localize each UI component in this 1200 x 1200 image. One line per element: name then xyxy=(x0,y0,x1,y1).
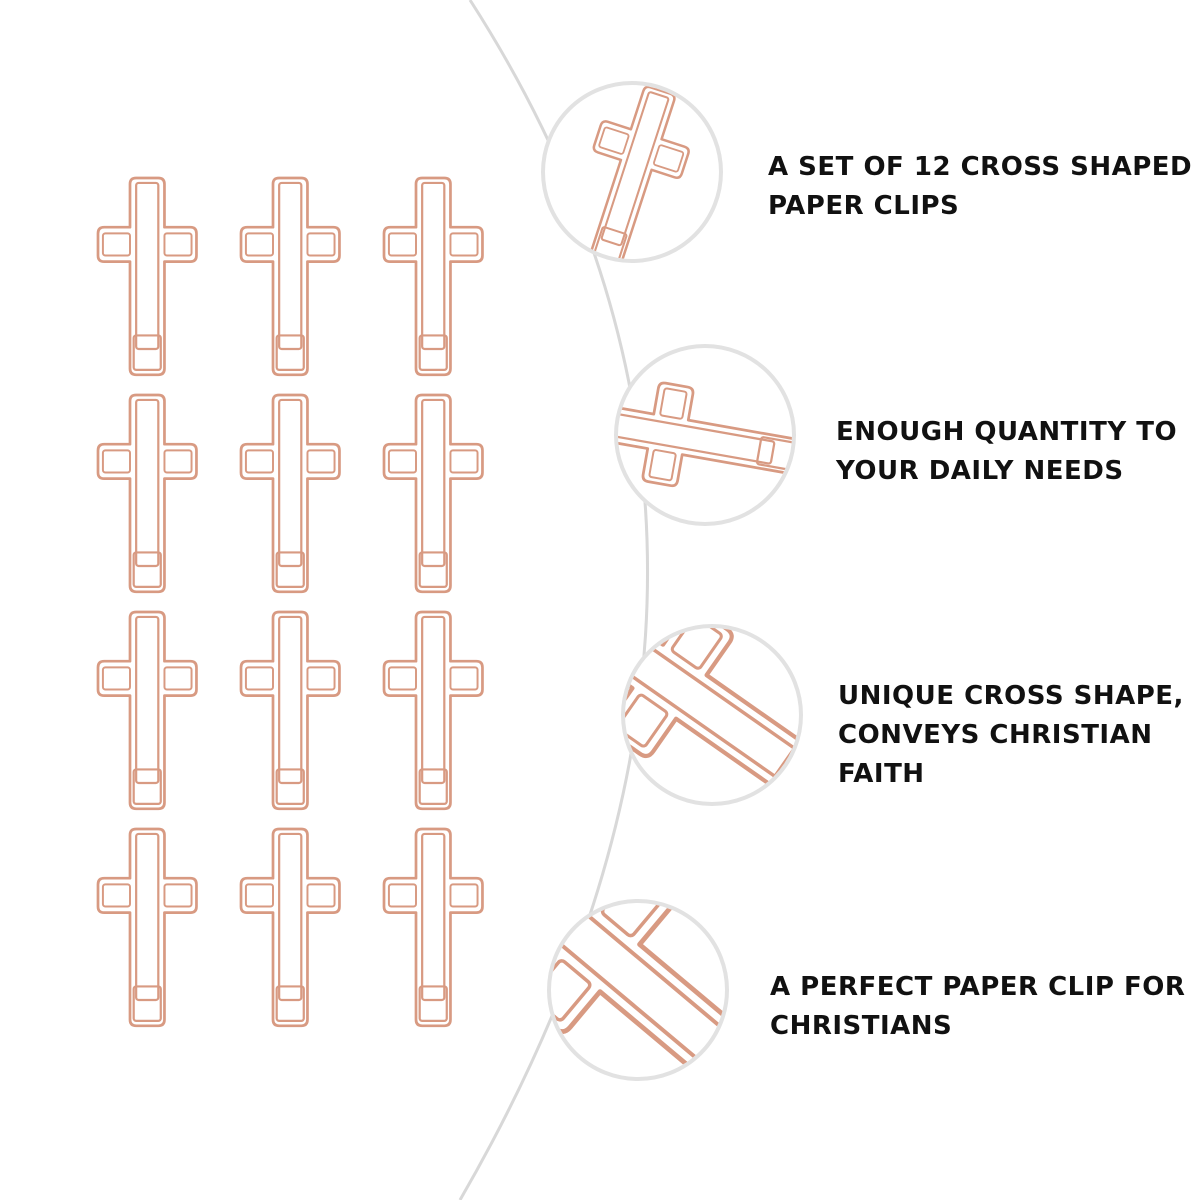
cross-paper-clip-12 xyxy=(382,827,484,1028)
cross-paper-clip-6 xyxy=(382,393,484,594)
cross-paper-clip-5 xyxy=(239,393,341,594)
cross-paper-clip-2 xyxy=(239,176,341,377)
cross-paper-clip-9 xyxy=(382,610,484,811)
cross-clip-closeup-1 xyxy=(588,85,690,259)
feature-text-2: ENOUGH QUANTITY TO YOUR DAILY NEEDS xyxy=(836,417,1178,486)
cross-paper-clip-11 xyxy=(239,827,341,1028)
cross-clip-closeup-2 xyxy=(618,381,792,488)
detail-circle-4 xyxy=(547,899,729,1081)
cross-clip-shape xyxy=(618,381,792,488)
paper-clip-grid xyxy=(96,176,484,1028)
cross-paper-clip-8 xyxy=(239,610,341,811)
cross-paper-clip-3 xyxy=(382,176,484,377)
detail-circle-3 xyxy=(621,624,803,806)
feature-text-4: A PERFECT PAPER CLIP FOR CHRISTIANS xyxy=(770,972,1186,1041)
detail-circle-1 xyxy=(541,81,723,263)
cross-paper-clip-7 xyxy=(96,610,198,811)
cross-paper-clip-10 xyxy=(96,827,198,1028)
cross-paper-clip-1 xyxy=(96,176,198,377)
detail-circle-2 xyxy=(614,344,796,526)
cross-clip-shape xyxy=(588,85,690,259)
feature-text-3: UNIQUE CROSS SHAPE, CONVEYS CHRISTIAN FA… xyxy=(838,681,1184,789)
feature-text-1: A SET OF 12 CROSS SHAPED PAPER CLIPS xyxy=(768,152,1193,221)
cross-paper-clip-4 xyxy=(96,393,198,594)
